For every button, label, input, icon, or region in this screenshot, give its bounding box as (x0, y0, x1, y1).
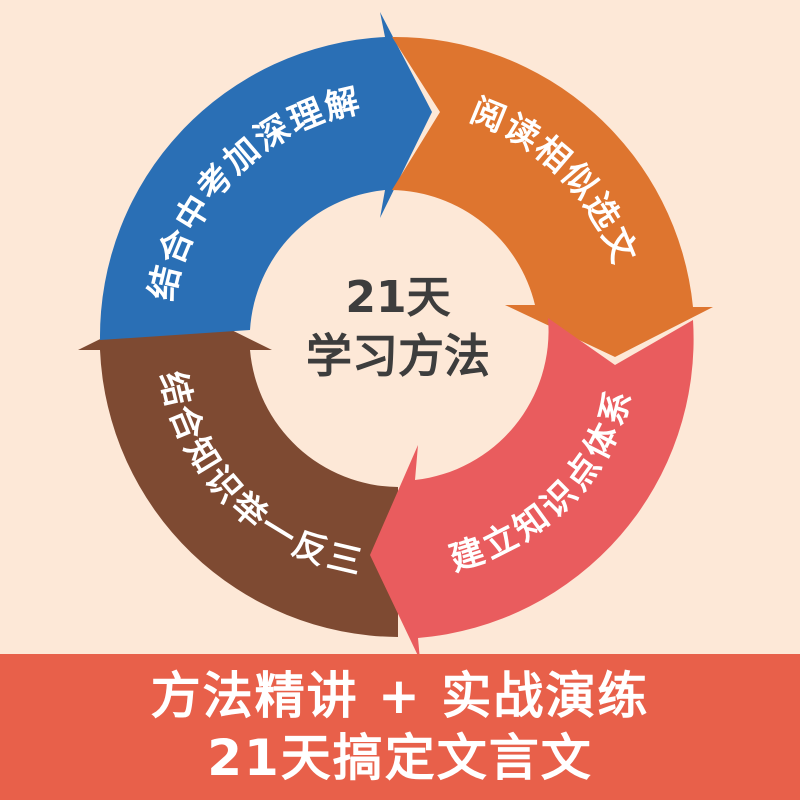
step-arrow-blue (99, 12, 432, 340)
bottom-banner: 方法精讲 + 实战演练 21天搞定文言文 (0, 654, 800, 800)
banner-line-2: 21天搞定文言文 (207, 729, 593, 787)
center-title-line1: 21天 (345, 272, 450, 323)
cycle-diagram: 结合中考加深理解 阅读相似选文 建立知识点体系 结合知识举一反三 21天 学习方… (78, 12, 713, 660)
banner-line-1: 方法精讲 + 实战演练 (150, 667, 650, 725)
step-arrow-brown (78, 302, 398, 637)
center-title-line2: 学习方法 (306, 329, 490, 383)
step-arrow-red (370, 318, 694, 660)
step-arrow-orange (392, 36, 713, 358)
